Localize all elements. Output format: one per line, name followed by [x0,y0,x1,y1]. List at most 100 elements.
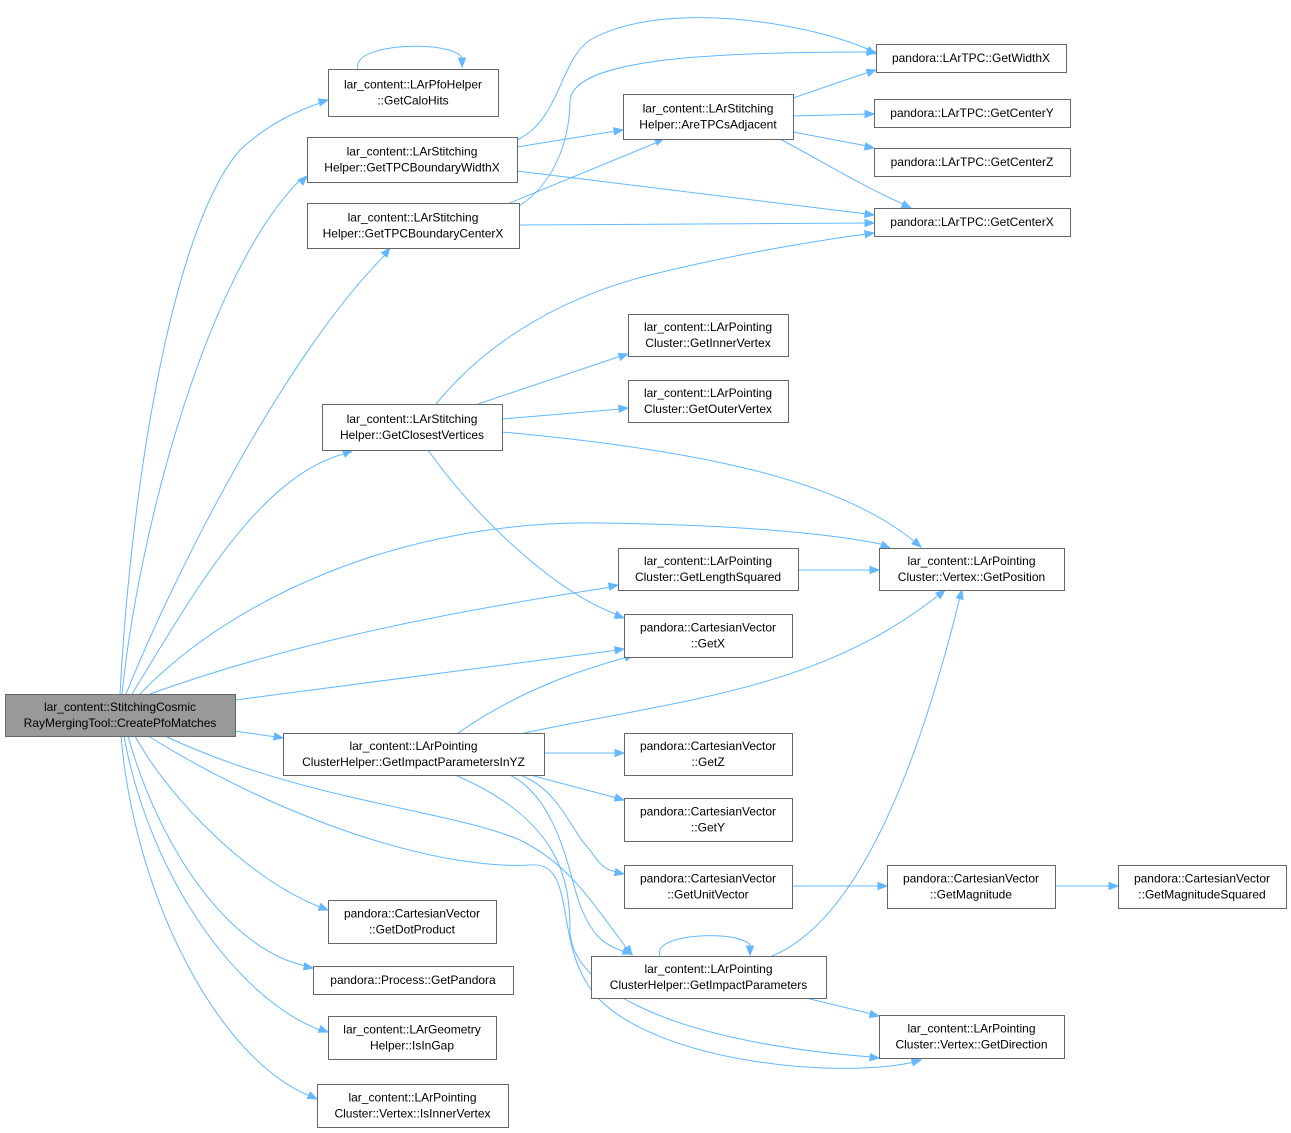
edge-line [509,774,627,953]
edge-line [518,51,870,207]
node-getoutervertex[interactable]: lar_content::LArPointingCluster::GetOute… [628,380,789,423]
edge-line [427,449,619,616]
arrowhead-icon [900,200,913,209]
node-label-line: ::GetCaloHits [377,94,448,108]
node-label-line: pandora::LArTPC::GetCenterY [890,106,1053,120]
node-getmagnitudesquared[interactable]: pandora::CartesianVector::GetMagnitudeSq… [1118,865,1287,909]
edge-root-to-isingap [123,735,330,1033]
edge-aretpcsadjacent-to-getcentery [792,109,876,119]
edge-line [435,233,868,405]
arrowhead-icon [317,1024,330,1033]
edge-line [134,735,321,908]
edge-line [120,735,311,1097]
arrowhead-icon [863,142,876,151]
node-root[interactable]: lar_content::StitchingCosmicRayMergingTo… [5,694,236,737]
edge-line [516,17,871,141]
arrowhead-icon [955,588,964,601]
node-label-line: lar_content::LArStitching [348,211,479,225]
edge-root-to-getdirection [147,735,923,1069]
node-label-line: lar_content::LArPointing [907,554,1035,568]
edge-root-to-getpandora [127,735,315,971]
node-label-line: lar_content::LArPointing [644,386,772,400]
node-label-line: pandora::Process::GetPandora [330,973,496,987]
edge-line [454,774,873,1058]
node-label-line: Helper::GetTPCBoundaryCenterX [323,227,504,241]
node-getimpactparameters[interactable]: lar_content::LArPointingClusterHelper::G… [591,956,827,999]
arrowhead-icon [317,902,330,911]
node-getcentery[interactable]: pandora::LArTPC::GetCenterY [874,99,1071,128]
arrowhead-icon [879,540,892,549]
node-box [628,314,789,357]
node-getdotproduct[interactable]: pandora::CartesianVector::GetDotProduct [328,900,497,944]
edge-line [119,102,321,695]
node-box [874,99,1071,128]
node-label-line: lar_content::StitchingCosmic [44,700,196,714]
node-getcenterz[interactable]: pandora::LArTPC::GetCenterZ [874,148,1071,177]
edge-line [779,138,906,206]
node-getmagnitude[interactable]: pandora::CartesianVector::GetMagnitude [887,865,1056,909]
node-getwidthx[interactable]: pandora::LArTPC::GetWidthX [876,44,1067,73]
node-label-line: lar_content::LArPointing [644,554,772,568]
edge-line [149,586,613,695]
node-box [624,733,793,776]
edge-getunitvector-to-getmagnitude [792,881,889,891]
edge-getmagnitude-to-getmagnitudesquared [1055,881,1120,891]
edge-getimpactparametersinyz-to-getimpactparameters [509,774,634,955]
node-getunitvector[interactable]: pandora::CartesianVector::GetUnitVector [624,865,793,909]
node-label-line: ::GetZ [691,755,724,769]
node-gettpcboundarycenterx[interactable]: lar_content::LArStitchingHelper::GetTPCB… [307,203,520,249]
node-label-line: ::GetMagnitude [930,888,1012,902]
node-getpandora[interactable]: pandora::Process::GetPandora [313,966,514,995]
edge-root-to-getdotproduct [134,735,330,911]
edge-root-to-getlengthsquared [149,582,620,695]
node-box [307,137,518,183]
node-label-line: Cluster::GetLengthSquared [635,570,781,584]
edge-line [523,593,941,734]
arrowhead-icon [618,404,630,414]
arrowhead-icon [613,127,625,136]
node-box [623,94,794,140]
edge-line [792,113,868,117]
node-aretpcsadjacent[interactable]: lar_content::LArStitchingHelper::AreTPCs… [623,94,794,140]
node-getcalohits[interactable]: lar_content::LArPfoHelper::GetCaloHits [328,69,499,117]
node-getimpactparametersinyz[interactable]: lar_content::LArPointingClusterHelper::G… [283,733,545,776]
node-box [624,614,793,658]
edge-getclosestvertices-to-getcenterx [435,230,876,405]
edge-line [504,141,659,206]
node-getdirection[interactable]: lar_content::LArPointingCluster::Vertex:… [879,1015,1065,1059]
node-getlengthsquared[interactable]: lar_content::LArPointingCluster::GetLeng… [618,548,799,591]
node-label-line: pandora::CartesianVector [1134,872,1270,886]
edge-getimpactparametersinyz-to-getposition [523,589,947,734]
arrowhead-icon [297,175,308,186]
arrowhead-icon [341,449,354,458]
edge-getimpactparametersinyz-to-getz [544,748,626,758]
node-isinnervertex[interactable]: lar_content::LArPointingCluster::Vertex:… [317,1084,509,1128]
edge-line [771,596,961,957]
edge-line [501,431,916,543]
edge-root-to-getcalohits [119,98,330,695]
arrowhead-icon [317,98,330,107]
node-box [879,548,1065,591]
edge-line [147,735,916,1069]
node-getinnervertex[interactable]: lar_content::LArPointingCluster::GetInne… [628,314,789,357]
node-label-line: lar_content::LArPointing [644,962,772,976]
edge-getimpactparametersinyz-to-getunitvector [519,774,626,877]
node-label-line: lar_content::LArPfoHelper [344,78,482,92]
node-label-line: lar_content::LArPointing [907,1022,1035,1036]
node-getcenterx[interactable]: pandora::LArTPC::GetCenterX [874,208,1071,237]
node-box [874,148,1071,177]
node-getclosestvertices[interactable]: lar_content::LArStitchingHelper::GetClos… [322,404,503,451]
arrowhead-icon [868,1009,881,1019]
node-label-line: lar_content::LArPointing [348,1091,476,1105]
node-box [874,208,1071,237]
edge-line [131,451,353,695]
node-gety[interactable]: pandora::CartesianVector::GetY [624,798,793,842]
edge-root-to-isinnervertex [120,735,319,1100]
node-getz[interactable]: pandora::CartesianVector::GetZ [624,733,793,776]
node-getx[interactable]: pandora::CartesianVector::GetX [624,614,793,658]
node-getposition[interactable]: lar_content::LArPointingCluster::Vertex:… [879,548,1065,591]
node-label-line: ::GetY [691,821,725,835]
node-gettpcboundarywidthx[interactable]: lar_content::LArStitchingHelper::GetTPCB… [307,137,518,183]
